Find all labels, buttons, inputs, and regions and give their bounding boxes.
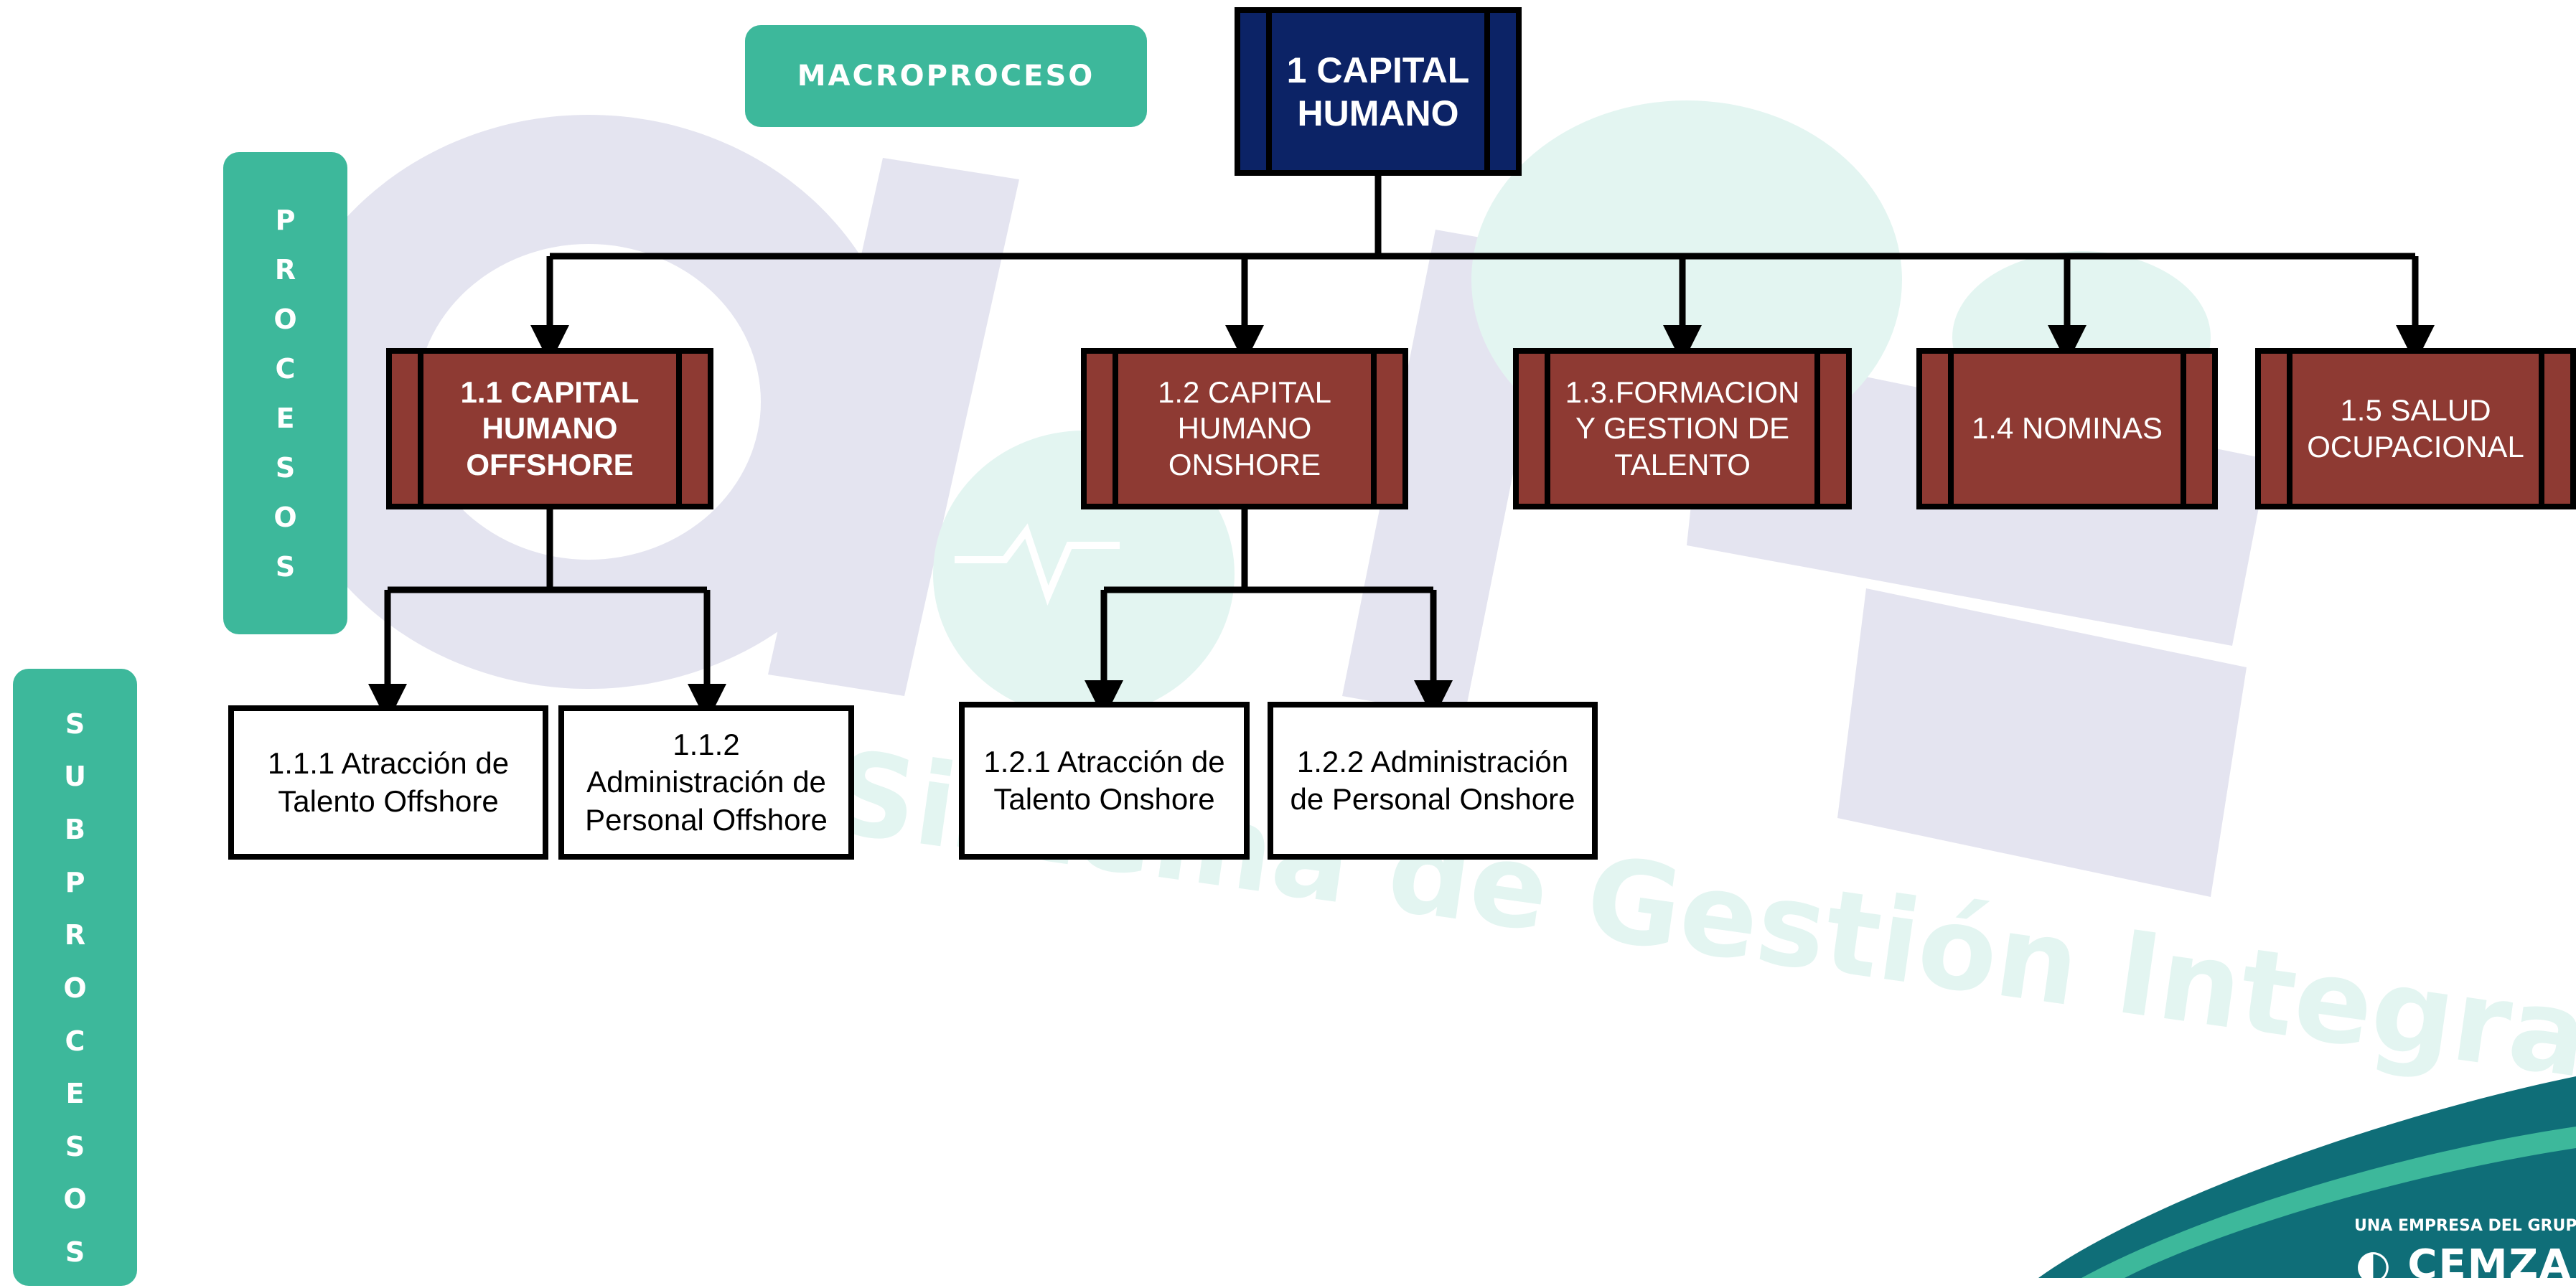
procesos-label: P R O C E S O S — [223, 152, 347, 634]
macroprocess-box: 1 CAPITAL HUMANO — [1235, 7, 1522, 176]
subprocesos-letter: S — [65, 1236, 85, 1269]
macroproceso-label: MACROPROCESO — [745, 25, 1147, 127]
macroprocess-title: 1 CAPITAL HUMANO — [1286, 50, 1470, 133]
subprocess-box-administracion-personal-onshore: 1.2.2 Administración de Personal Onshore — [1268, 702, 1598, 860]
procesos-letter: S — [275, 550, 296, 583]
logo-icon: ◐ — [2356, 1241, 2392, 1288]
logo-wordmark: ◐ CEMZA — [2356, 1241, 2572, 1288]
procesos-letter: C — [275, 352, 296, 385]
subprocesos-letter: B — [65, 814, 85, 846]
subprocess-box-administracion-personal-offshore: 1.1.2 Administración de Personal Offshor… — [558, 705, 854, 860]
procesos-letter: E — [276, 402, 295, 434]
subprocesos-letter: S — [65, 708, 85, 740]
procesos-letter: R — [274, 253, 296, 286]
subprocesos-letter: E — [65, 1078, 85, 1110]
logo-wave — [2038, 1076, 2576, 1278]
logo-tagline: UNA EMPRESA DEL GRUPO — [2354, 1217, 2576, 1235]
process-box-salud-ocupacional: 1.5 SALUD OCUPACIONAL — [2255, 348, 2576, 509]
subprocesos-letter: C — [65, 1025, 85, 1057]
procesos-letter: O — [273, 303, 297, 335]
logo-wave-accent — [2081, 1127, 2576, 1278]
process-box-nominas: 1.4 NOMINAS — [1916, 348, 2218, 509]
subprocesos-letter: U — [64, 761, 86, 793]
subprocess-box-atraccion-talento-offshore: 1.1.1 Atracción de Talento Offshore — [228, 705, 548, 860]
procesos-letter: S — [275, 451, 296, 484]
procesos-letter: P — [275, 204, 296, 236]
heartbeat-icon — [955, 523, 1120, 606]
process-box-formacion-gestion-talento: 1.3.FORMACION Y GESTION DE TALENTO — [1513, 348, 1852, 509]
process-box-capital-humano-onshore: 1.2 CAPITAL HUMANO ONSHORE — [1081, 348, 1408, 509]
subprocesos-letter: P — [65, 866, 85, 898]
process-box-capital-humano-offshore: 1.1 CAPITAL HUMANO OFFSHORE — [386, 348, 713, 509]
subprocesos-letter: S — [65, 1130, 85, 1162]
subprocesos-letter: R — [64, 919, 86, 951]
subprocesos-letter: O — [63, 1183, 87, 1216]
subprocess-box-atraccion-talento-onshore: 1.2.1 Atracción de Talento Onshore — [959, 702, 1250, 860]
subprocesos-label: S U B P R O C E S O S — [13, 669, 137, 1286]
subprocesos-letter: O — [63, 972, 87, 1004]
procesos-letter: O — [273, 501, 297, 533]
